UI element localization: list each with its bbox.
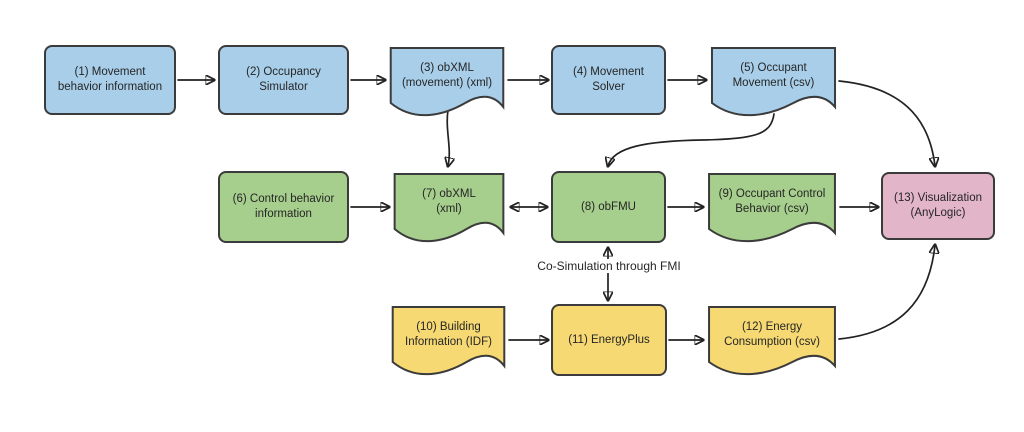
node-3-obxml-movement: (3) obXML (movement) (xml) bbox=[388, 45, 506, 121]
node-label: (8) obFMU bbox=[581, 200, 636, 213]
document-shape-icon bbox=[390, 304, 507, 380]
node-10-building-information: (10) Building Information (IDF) bbox=[390, 304, 507, 380]
node-7-obxml: (7) obXML (xml) bbox=[392, 171, 506, 247]
node-2-occupancy-simulator: (2) Occupancy Simulator bbox=[218, 45, 349, 115]
document-shape-icon bbox=[706, 304, 838, 380]
node-13-visualization-anylogic: (13) Visualization (AnyLogic) bbox=[881, 172, 995, 240]
node-11-energyplus: (11) EnergyPlus bbox=[551, 304, 667, 376]
edge-5-13 bbox=[838, 80, 935, 166]
node-label: (5) Occupant Movement (csv) bbox=[732, 62, 815, 89]
document-shape-icon bbox=[392, 171, 506, 247]
node-1-movement-behavior-information: (1) Movement behavior information bbox=[44, 45, 176, 115]
node-label: (12) Energy Consumption (csv) bbox=[724, 321, 820, 348]
node-12-energy-consumption: (12) Energy Consumption (csv) bbox=[706, 304, 838, 380]
node-8-obfmu: (8) obFMU bbox=[551, 171, 666, 243]
node-9-occupant-control-behavior: (9) Occupant Control Behavior (csv) bbox=[706, 171, 838, 247]
node-label: (13) Visualization (AnyLogic) bbox=[893, 192, 982, 219]
node-label: (6) Control behavior information bbox=[232, 193, 335, 220]
node-label: (10) Building Information (IDF) bbox=[405, 321, 492, 348]
edge-3-7 bbox=[447, 109, 449, 166]
node-5-occupant-movement: (5) Occupant Movement (csv) bbox=[709, 45, 838, 121]
node-label: (9) Occupant Control Behavior (csv) bbox=[718, 188, 826, 215]
document-shape-icon bbox=[388, 45, 506, 121]
node-label: (7) obXML (xml) bbox=[422, 188, 476, 215]
edge-5-8 bbox=[608, 113, 775, 166]
node-label: (1) Movement behavior information bbox=[57, 66, 163, 93]
node-4-movement-solver: (4) Movement Solver bbox=[551, 45, 666, 115]
document-shape-icon bbox=[709, 45, 838, 121]
node-label: (3) obXML (movement) (xml) bbox=[401, 62, 493, 89]
node-label: (4) Movement Solver bbox=[573, 66, 644, 93]
node-label: (11) EnergyPlus bbox=[568, 333, 650, 346]
edge-12-13 bbox=[838, 245, 935, 340]
node-label: (2) Occupancy Simulator bbox=[246, 66, 321, 93]
edge-label-cosimulation-fmi: Co-Simulation through FMI bbox=[534, 259, 684, 273]
document-shape-icon bbox=[706, 171, 838, 247]
node-6-control-behavior-information: (6) Control behavior information bbox=[218, 171, 349, 243]
